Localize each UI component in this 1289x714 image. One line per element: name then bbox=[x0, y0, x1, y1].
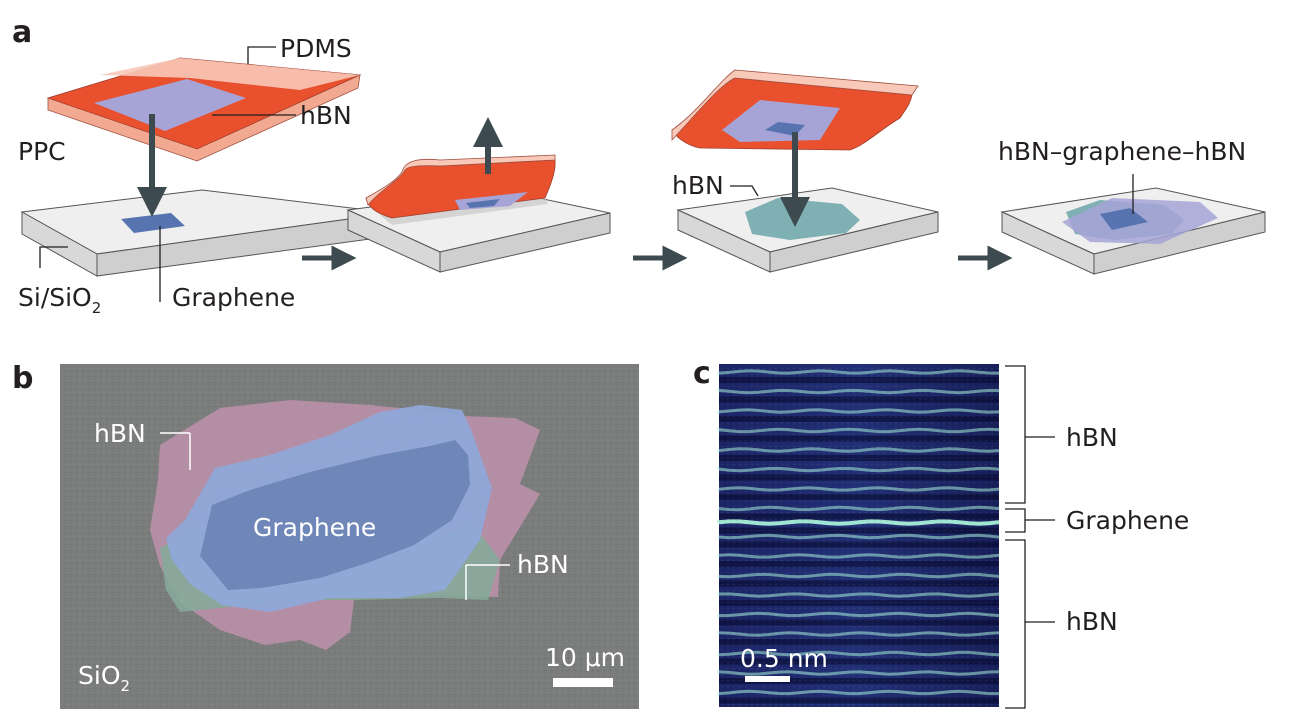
step3: hBN bbox=[671, 69, 939, 273]
tem-scale-bar bbox=[745, 676, 790, 682]
panel-b: b hBN Graphene hBN SiO2 10 μm bbox=[12, 361, 639, 709]
panel-c: c 0.5 nm hBN Graphene hBN bbox=[693, 356, 1189, 709]
tem-label-graphene: Graphene bbox=[1066, 506, 1189, 535]
tem-label-hbn-bottom: hBN bbox=[1066, 607, 1118, 636]
label-ppc: PPC bbox=[18, 137, 66, 166]
panel-a-letter: a bbox=[12, 15, 32, 50]
label-stack: hBN–graphene–hBN bbox=[998, 137, 1246, 166]
step1-stamp bbox=[46, 57, 362, 162]
panel-b-letter: b bbox=[12, 361, 33, 396]
label-graphene: Graphene bbox=[172, 283, 295, 312]
step4: hBN–graphene–hBN bbox=[998, 137, 1266, 275]
micro-label-graphene: Graphene bbox=[253, 513, 376, 542]
micro-label-hbn-lower: hBN bbox=[517, 550, 569, 579]
micro-label-hbn-upper: hBN bbox=[94, 419, 146, 448]
label-pdms: PDMS bbox=[280, 34, 352, 63]
label-si-sio2: Si/SiO2 bbox=[18, 283, 101, 317]
step2 bbox=[346, 154, 611, 273]
panel-c-letter: c bbox=[693, 356, 711, 391]
micro-graphene bbox=[200, 440, 470, 590]
graphene-flake bbox=[121, 213, 185, 233]
tem-label-hbn-top: hBN bbox=[1066, 423, 1118, 452]
tem-scale-label: 0.5 nm bbox=[740, 644, 828, 673]
micro-scale-bar bbox=[553, 678, 613, 687]
micro-scale-label: 10 μm bbox=[545, 643, 625, 672]
micro-label-sio2: SiO2 bbox=[78, 661, 130, 695]
label-hbn-step3: hBN bbox=[672, 171, 724, 200]
label-hbn-top: hBN bbox=[300, 101, 352, 130]
panel-a: a PDMS hBN PPC Si/SiO2 Graphene bbox=[12, 15, 1266, 317]
step1-substrate bbox=[20, 189, 393, 277]
